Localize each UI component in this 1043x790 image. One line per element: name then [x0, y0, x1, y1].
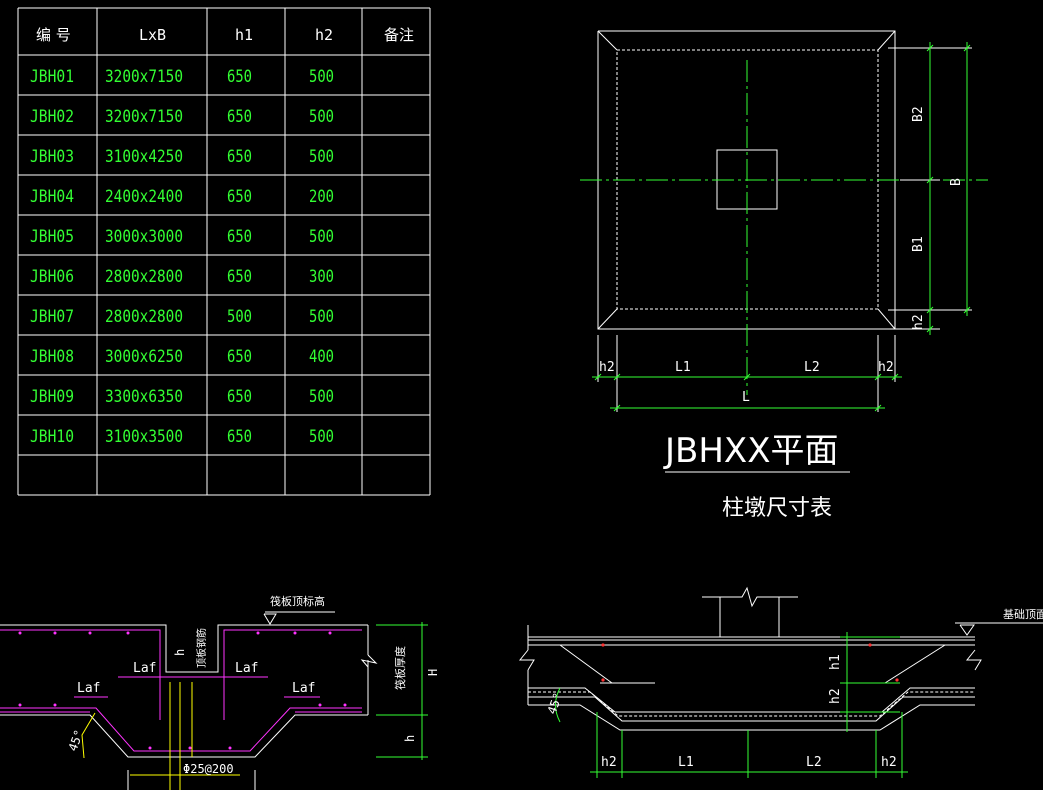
- plan-corner-line: [877, 308, 896, 330]
- section-left-top-label: 筏板顶标高: [270, 594, 325, 608]
- section-left-outline: [0, 624, 368, 673]
- table-cell: 650: [227, 187, 252, 207]
- plan-subtitle: 柱墩尺寸表: [722, 496, 832, 521]
- plan-title: JBHXX平面: [663, 431, 839, 471]
- table-cell: 300: [309, 267, 334, 287]
- table-cell: JBH03: [30, 147, 74, 167]
- table-cell: 500: [309, 427, 334, 447]
- table-header-cell: LxB: [139, 26, 166, 44]
- table-cell: 2800x2800: [105, 307, 183, 327]
- table-cell: 3000x6250: [105, 347, 183, 367]
- plan-dim-b: B: [949, 178, 964, 186]
- table-cell: JBH06: [30, 267, 74, 287]
- table-cell: 500: [309, 147, 334, 167]
- plan-view: h2 L1 L2 h2 L B2 B1 h2 B JBHXX平面 柱墩尺寸表: [580, 30, 988, 521]
- plan-dim-l: L: [742, 390, 750, 405]
- table-cell: 2400x2400: [105, 187, 183, 207]
- table-cell: 650: [227, 427, 252, 447]
- plan-dim-h2-right: h2: [878, 360, 894, 375]
- table-header-cell: 备注: [384, 26, 414, 44]
- section-left-rebar-bottom: [0, 707, 362, 752]
- section-right-dim-h2: h2: [828, 688, 843, 704]
- section-left-side-label: 筏板厚度: [393, 646, 407, 690]
- table-cell: 650: [227, 107, 252, 127]
- table-cell: JBH09: [30, 387, 74, 407]
- section-left-label-h-bottom: h: [403, 735, 417, 742]
- table-cell: JBH04: [30, 187, 74, 207]
- section-right-dim-h2-left: h2: [601, 755, 617, 770]
- table-cell: 500: [227, 307, 252, 327]
- table-cell: 650: [227, 227, 252, 247]
- table-cell: 3100x3500: [105, 427, 183, 447]
- table-cell: 3300x6350: [105, 387, 183, 407]
- section-left-label-H: H: [426, 669, 440, 676]
- section-left-laf-3: Laf: [77, 681, 100, 696]
- table-cell: 650: [227, 347, 252, 367]
- plan-dim-b2: B2: [911, 106, 926, 122]
- table-cell: JBH10: [30, 427, 74, 447]
- table-cell: JBH07: [30, 307, 74, 327]
- table-cell: 2800x2800: [105, 267, 183, 287]
- section-left-rebar-label: Φ25@200: [183, 762, 234, 776]
- table-cell: 3200x7150: [105, 107, 183, 127]
- plan-dim-b1: B1: [911, 236, 926, 252]
- section-left-inner-label: 顶板钢筋: [195, 628, 208, 668]
- table-cell: 500: [309, 307, 334, 327]
- section-left-angle: 45°: [66, 728, 87, 753]
- table-cell: 500: [309, 67, 334, 87]
- section-right-dim-h1: h1: [828, 654, 843, 670]
- section-left: 筏板顶标高 筏板厚度 顶板钢筋 h H h Laf Laf Laf Laf 45…: [0, 594, 440, 790]
- table-cell: 500: [309, 227, 334, 247]
- table-cell: JBH01: [30, 67, 74, 87]
- table-cell: 500: [309, 387, 334, 407]
- table-cell: 650: [227, 147, 252, 167]
- section-right-dim-l2: L2: [806, 755, 822, 770]
- table-header-cell: 编 号: [36, 26, 71, 44]
- section-right: 基础顶面 45° h1 h2 h2 L1 L2 h2: [518, 586, 1043, 778]
- table-header-cell: h2: [315, 26, 333, 44]
- table-cell: 650: [227, 387, 252, 407]
- table-cell: JBH02: [30, 107, 74, 127]
- table-header-cell: h1: [235, 26, 253, 44]
- section-right-angle: 45°: [545, 691, 566, 716]
- section-left-rebar-top: [0, 629, 362, 678]
- section-left-laf-4: Laf: [292, 681, 315, 696]
- section-right-dim-l1: L1: [678, 755, 694, 770]
- plan-dim-h2-left: h2: [599, 360, 615, 375]
- section-left-laf-2: Laf: [235, 661, 258, 676]
- section-right-top-label: 基础顶面: [1003, 608, 1043, 621]
- table-cell: 650: [227, 267, 252, 287]
- section-left-label-h-top: h: [173, 649, 187, 656]
- plan-corner-line: [597, 308, 618, 330]
- table-cell: 500: [309, 107, 334, 127]
- section-right-bottom-outline: [528, 704, 975, 731]
- table-cell: 200: [309, 187, 334, 207]
- table-cell: 3200x7150: [105, 67, 183, 87]
- plan-corner-line: [597, 30, 618, 51]
- plan-dim-l1: L1: [675, 360, 691, 375]
- table-cell: 3000x3000: [105, 227, 183, 247]
- table-cell: JBH08: [30, 347, 74, 367]
- section-right-dim-h2-right: h2: [881, 755, 897, 770]
- section-left-laf-1: Laf: [133, 661, 156, 676]
- table-cell: JBH05: [30, 227, 74, 247]
- table-cell: 650: [227, 67, 252, 87]
- plan-dim-h2: h2: [911, 314, 926, 330]
- plan-corner-line: [877, 30, 896, 51]
- plan-dim-l2: L2: [804, 360, 820, 375]
- table-cell: 400: [309, 347, 334, 367]
- table-cell: 3100x4250: [105, 147, 183, 167]
